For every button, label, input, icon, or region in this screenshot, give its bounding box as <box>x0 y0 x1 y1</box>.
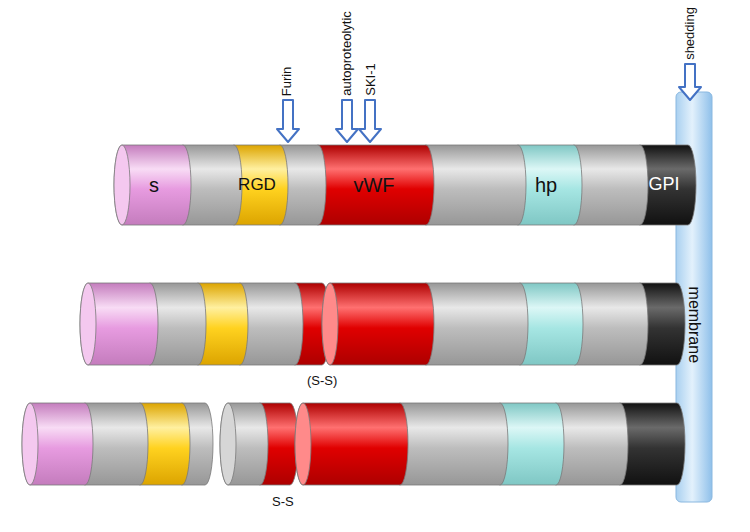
cylinder-end-face <box>80 283 96 365</box>
domain-label: RGD <box>238 176 276 195</box>
cylinder-end-face <box>322 283 338 365</box>
cylinder-end-face <box>295 403 311 485</box>
protein-fragment <box>295 403 685 485</box>
cylinder-end-face <box>114 145 130 225</box>
domain-segment <box>114 145 191 225</box>
domain-segment <box>80 283 158 365</box>
domain-label: vWF <box>353 174 394 196</box>
protein-fragment <box>322 283 685 365</box>
domain-node: hp <box>520 145 572 225</box>
domain-label: GPI <box>648 175 679 195</box>
cleavage-label: autoproteolytic <box>339 11 354 96</box>
domain-label: hp <box>535 174 557 196</box>
cylinder-end-face <box>220 403 236 485</box>
protein-fragment <box>80 283 330 365</box>
domain-segment <box>322 283 434 365</box>
cleavage-label: SKI-1 <box>363 63 378 96</box>
domain-node: RGD <box>234 145 280 225</box>
domain-segment <box>418 283 528 365</box>
domain-segment <box>310 145 434 225</box>
cleavage-label: shedding <box>682 7 697 60</box>
domain-segment <box>220 403 268 485</box>
cleavage-arrow <box>359 100 381 142</box>
cleavage-arrow <box>277 100 299 142</box>
domain-segment <box>295 403 408 485</box>
domain-label: membrane <box>685 287 703 363</box>
cleavage-arrow <box>679 64 701 100</box>
protein-fragment <box>220 403 298 485</box>
domain-segment <box>22 403 93 485</box>
domain-segment <box>392 403 508 485</box>
cylinder-end-face <box>22 403 38 485</box>
cleavage-label: Furin <box>280 66 295 96</box>
membrane-node: membrane <box>676 250 712 400</box>
protein-fragment <box>22 403 213 485</box>
domain-node: s <box>126 145 182 225</box>
disulfide-label: S-S <box>272 495 294 510</box>
disulfide-label: (S-S) <box>307 374 337 389</box>
domain-label: s <box>149 174 159 196</box>
protein-fragment <box>114 145 696 225</box>
domain-node: GPI <box>642 145 686 225</box>
domain-node: vWF <box>326 145 422 225</box>
cleavage-arrow <box>336 100 358 142</box>
